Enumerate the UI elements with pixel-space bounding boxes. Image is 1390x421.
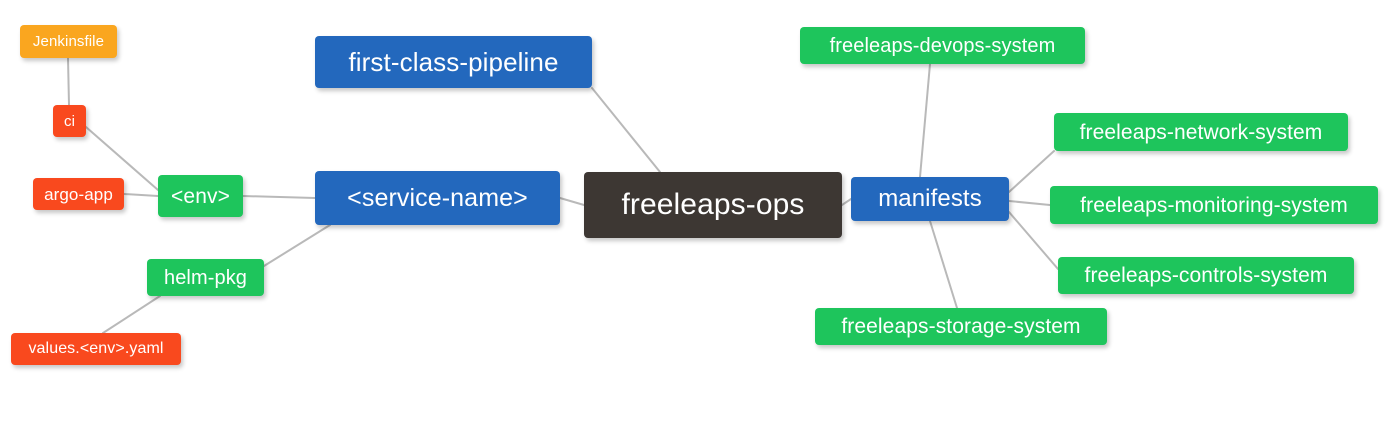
node-freeleaps-monitoring-system[interactable]: freeleaps-monitoring-system bbox=[1050, 186, 1378, 224]
node-label-manifests: manifests bbox=[878, 185, 982, 212]
node-argo-app[interactable]: argo-app bbox=[33, 178, 124, 210]
node-label-helm-pkg: helm-pkg bbox=[163, 266, 248, 289]
node-freeleaps-network-system[interactable]: freeleaps-network-system bbox=[1054, 113, 1348, 151]
node-manifests[interactable]: manifests bbox=[851, 177, 1009, 221]
node-label-freeleaps-devops-system: freeleaps-devops-system bbox=[829, 34, 1056, 57]
node-freeleaps-storage-system[interactable]: freeleaps-storage-system bbox=[815, 308, 1107, 345]
edge-manifests-to-freeleaps-monitoring-system bbox=[1008, 200, 1051, 206]
node-label-jenkinsfile: Jenkinsfile bbox=[32, 33, 105, 50]
node-values-env-yaml[interactable]: values.<env>.yaml bbox=[11, 333, 181, 365]
edge-env-to-argo-app bbox=[123, 193, 159, 197]
node-freeleaps-ops[interactable]: freeleaps-ops bbox=[584, 172, 842, 238]
node-freeleaps-devops-system[interactable]: freeleaps-devops-system bbox=[800, 27, 1085, 64]
node-freeleaps-controls-system[interactable]: freeleaps-controls-system bbox=[1058, 257, 1354, 294]
node-label-freeleaps-storage-system: freeleaps-storage-system bbox=[841, 315, 1081, 338]
edge-freeleaps-ops-to-service-name bbox=[559, 197, 585, 206]
node-label-ci: ci bbox=[63, 112, 76, 130]
edge-ci-to-jenkinsfile bbox=[67, 57, 70, 106]
node-helm-pkg[interactable]: helm-pkg bbox=[147, 259, 264, 296]
edge-freeleaps-ops-to-first-class-pipeline bbox=[591, 87, 661, 173]
edge-freeleaps-ops-to-manifests bbox=[841, 198, 852, 206]
edge-manifests-to-freeleaps-storage-system bbox=[929, 220, 958, 309]
node-first-class-pipeline[interactable]: first-class-pipeline bbox=[315, 36, 592, 88]
node-label-service-name: <service-name> bbox=[347, 183, 528, 212]
edge-service-name-to-env bbox=[242, 195, 316, 199]
node-service-name[interactable]: <service-name> bbox=[315, 171, 560, 225]
node-label-env: <env> bbox=[171, 184, 230, 208]
edge-service-name-to-helm-pkg bbox=[263, 224, 331, 267]
node-label-freeleaps-network-system: freeleaps-network-system bbox=[1079, 120, 1323, 144]
node-jenkinsfile[interactable]: Jenkinsfile bbox=[20, 25, 117, 58]
node-label-argo-app: argo-app bbox=[44, 184, 113, 204]
edge-manifests-to-freeleaps-devops-system bbox=[919, 63, 931, 178]
node-label-values-env-yaml: values.<env>.yaml bbox=[28, 340, 164, 357]
node-label-freeleaps-monitoring-system: freeleaps-monitoring-system bbox=[1080, 193, 1348, 217]
edge-manifests-to-freeleaps-network-system bbox=[1008, 150, 1055, 193]
node-label-freeleaps-controls-system: freeleaps-controls-system bbox=[1084, 264, 1328, 287]
node-label-freeleaps-ops: freeleaps-ops bbox=[621, 188, 805, 221]
edge-helm-pkg-to-values-env-yaml bbox=[102, 295, 161, 334]
node-env[interactable]: <env> bbox=[158, 175, 243, 217]
node-ci[interactable]: ci bbox=[53, 105, 86, 137]
node-label-first-class-pipeline: first-class-pipeline bbox=[348, 47, 559, 77]
